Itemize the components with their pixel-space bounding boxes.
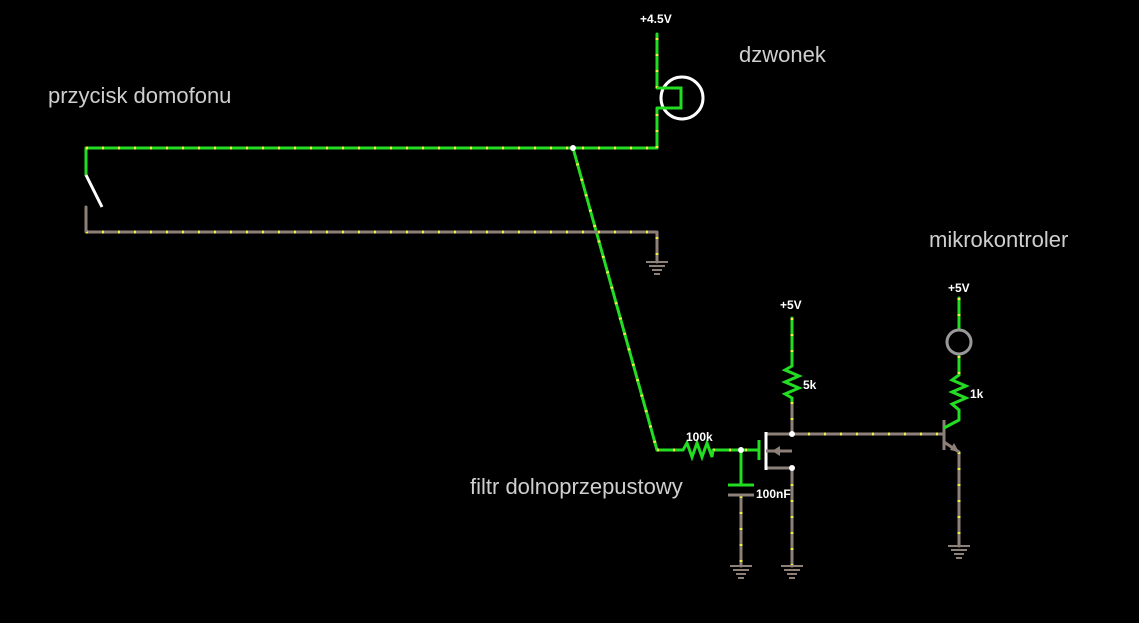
junction-nodes bbox=[570, 145, 795, 471]
mcu-input-circle[interactable] bbox=[945, 328, 973, 356]
wire-diagonal[interactable] bbox=[571, 146, 659, 452]
resistor-5k[interactable] bbox=[781, 364, 803, 402]
live-wires bbox=[84, 32, 961, 486]
label-c-100nf: 100nF bbox=[756, 487, 791, 501]
ground-symbol-mosfet bbox=[781, 565, 803, 579]
label-r-100k: 100k bbox=[686, 430, 713, 444]
junction-node bbox=[789, 465, 795, 471]
junction-node bbox=[789, 431, 795, 437]
ground-symbol-transistor bbox=[948, 545, 970, 559]
label-supply-mcu: +5V bbox=[948, 281, 970, 295]
bell-symbol[interactable] bbox=[657, 75, 705, 121]
label-mcu: mikrokontroler bbox=[929, 227, 1068, 252]
wire-source-to-ground[interactable] bbox=[765, 466, 794, 568]
ground-symbol-cap bbox=[730, 565, 752, 579]
junction-node bbox=[738, 447, 744, 453]
push-button-switch[interactable] bbox=[84, 174, 104, 232]
resistor-100k[interactable] bbox=[681, 438, 715, 462]
label-supply-bell: +4.5V bbox=[640, 12, 672, 26]
ground-wires bbox=[84, 205, 961, 568]
current-dots bbox=[86, 34, 961, 566]
label-bell: dzwonek bbox=[739, 42, 827, 67]
wire-button-bottom[interactable] bbox=[84, 205, 659, 264]
label-r-5k: 5k bbox=[803, 378, 817, 392]
capacitor-100nf[interactable] bbox=[728, 483, 754, 497]
resistor-1k[interactable] bbox=[948, 373, 970, 412]
mosfet-symbol[interactable] bbox=[757, 432, 792, 470]
label-r-1k: 1k bbox=[970, 387, 984, 401]
junction-node bbox=[570, 145, 576, 151]
label-supply-mosfet: +5V bbox=[780, 298, 802, 312]
label-filter: filtr dolnoprzepustowy bbox=[470, 474, 683, 499]
npn-transistor[interactable] bbox=[942, 418, 960, 454]
label-button: przycisk domofonu bbox=[48, 83, 231, 108]
ground-symbol-button bbox=[646, 261, 668, 275]
